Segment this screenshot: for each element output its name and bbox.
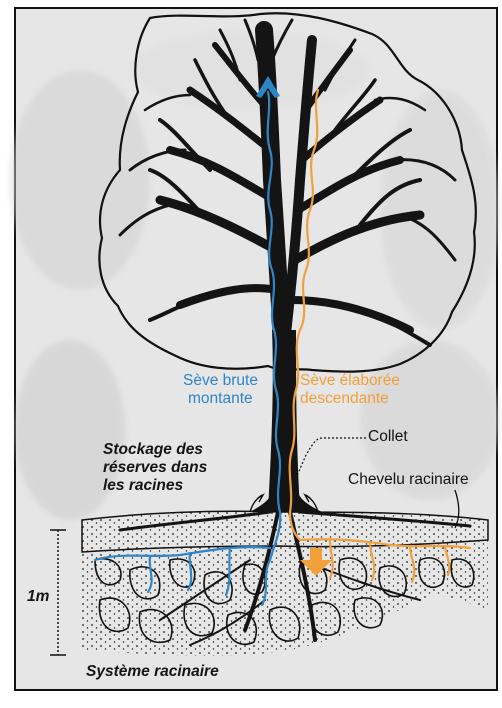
raw-sap-label: Sève brute montante (183, 372, 258, 408)
collet-label: Collet (368, 428, 408, 446)
raw-sap-line-1: Sève brute (183, 372, 258, 390)
elaborated-sap-line-2: descendante (300, 390, 400, 408)
storage-label: Stockage des réserves dans les racines (103, 441, 207, 494)
elaborated-sap-label: Sève élaborée descendante (300, 372, 400, 408)
elaborated-sap-line-1: Sève élaborée (300, 372, 400, 390)
storage-line-3: les racines (103, 477, 207, 495)
raw-sap-line-2: montante (183, 390, 258, 408)
storage-line-2: réserves dans (103, 459, 207, 477)
storage-line-1: Stockage des (103, 441, 207, 459)
chevelu-label: Chevelu racinaire (348, 471, 469, 489)
depth-label: 1m (27, 588, 49, 606)
root-system-label: Système racinaire (86, 663, 219, 681)
trunk (268, 330, 300, 510)
